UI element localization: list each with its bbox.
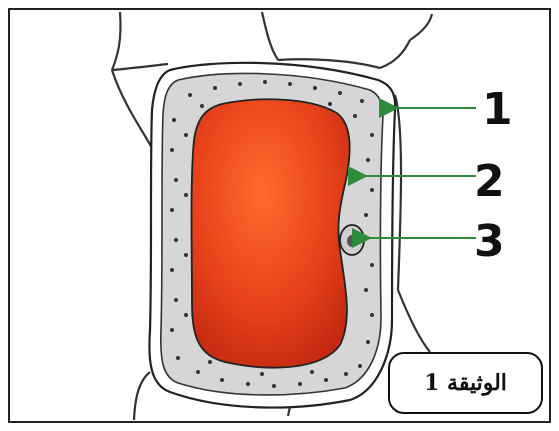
label-3: 3: [474, 216, 505, 267]
document-caption-box: الوثيقة 1: [388, 352, 543, 414]
label-1: 1: [482, 84, 513, 135]
vacuole: [192, 99, 350, 367]
nucleus: [340, 225, 364, 255]
label-2: 2: [474, 156, 505, 207]
document-caption: الوثيقة 1: [424, 370, 507, 396]
